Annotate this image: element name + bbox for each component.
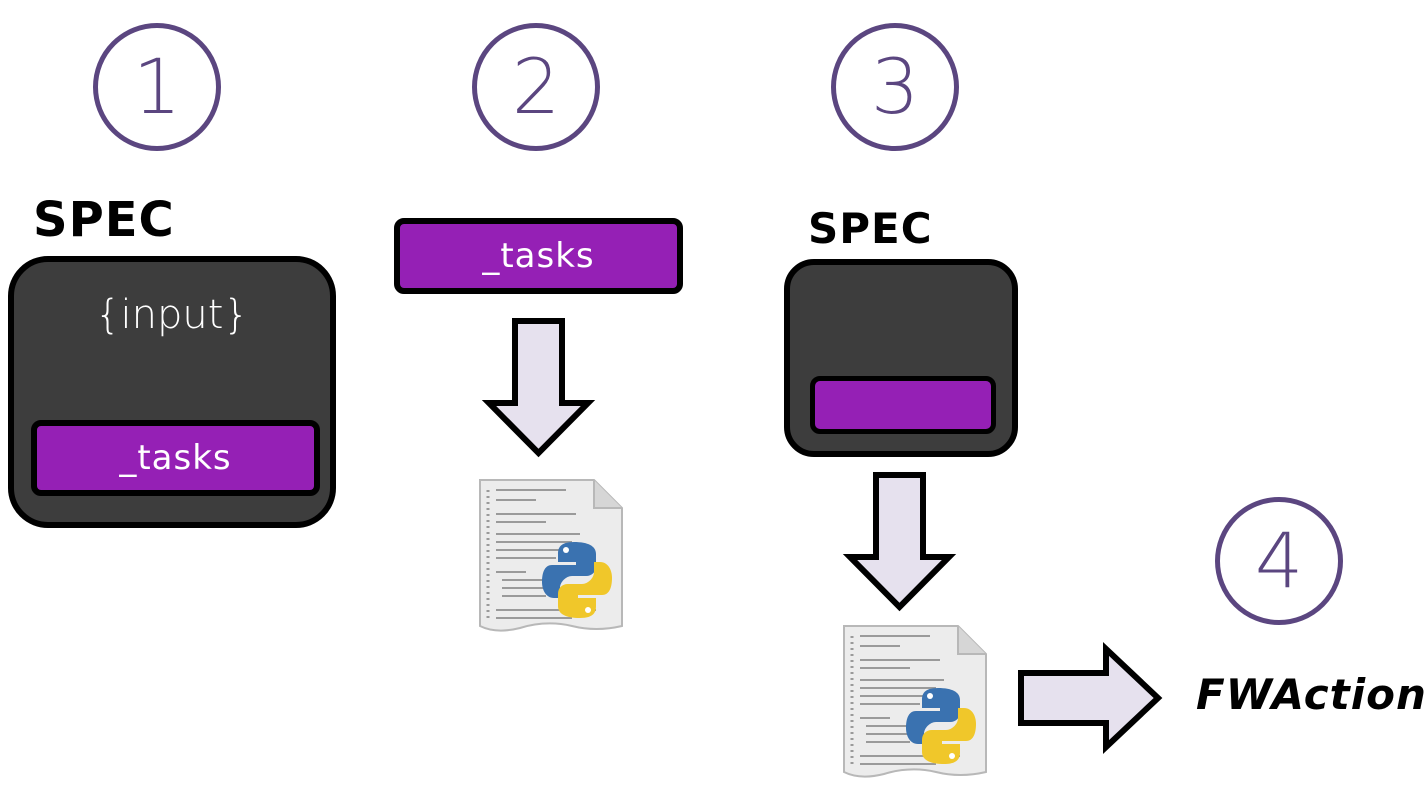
step-4-circle: 4	[1215, 497, 1343, 625]
spec-label-1: SPEC	[33, 192, 175, 248]
tasks-bar-1: _tasks	[31, 420, 320, 496]
spec-label-2: SPEC	[808, 204, 933, 253]
step-2-number: 2	[511, 42, 561, 131]
down-arrow-icon-1	[481, 318, 596, 458]
fwaction-label: FWAction	[1196, 670, 1427, 719]
tasks-label-1: _tasks	[119, 438, 232, 478]
step-3-number: 3	[870, 42, 920, 131]
step-1-circle: 1	[93, 23, 221, 151]
step-2-circle: 2	[472, 23, 600, 151]
input-placeholder-text: {input}	[95, 292, 249, 338]
python-script-icon-1	[479, 479, 623, 632]
right-arrow-icon	[1018, 642, 1163, 754]
python-script-icon-2	[843, 625, 987, 778]
tasks-bar-3	[810, 376, 996, 434]
down-arrow-icon-2	[842, 472, 957, 612]
tasks-bar-2: _tasks	[394, 218, 683, 294]
step-1-number: 1	[132, 42, 182, 131]
step-3-circle: 3	[831, 23, 959, 151]
step-4-number: 4	[1254, 516, 1304, 605]
tasks-label-2: _tasks	[482, 236, 595, 276]
